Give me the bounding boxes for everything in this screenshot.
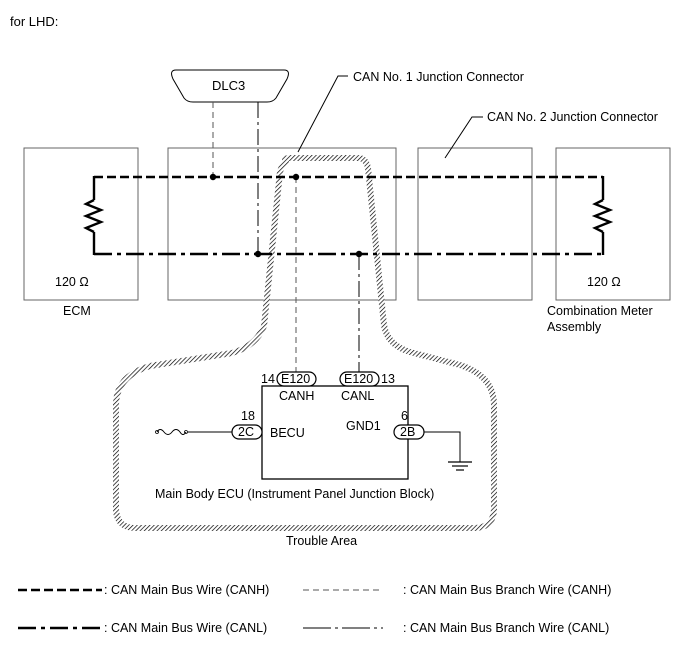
e120-label-canh: E120 <box>281 372 310 386</box>
meter-resistor-icon <box>591 176 614 255</box>
ground-wire <box>424 431 461 462</box>
connector-2c <box>231 424 263 440</box>
e120-connector-canl <box>339 371 380 387</box>
ecm-resistor-icon <box>82 176 105 255</box>
dlc3-connector-shape <box>171 69 289 103</box>
pin-18-label: 18 <box>241 409 255 423</box>
junction-dot <box>292 173 300 181</box>
canl-terminal-label: CANL <box>341 389 374 403</box>
legend: : CAN Main Bus Wire (CANH) : CAN Main Bu… <box>18 583 611 635</box>
canh-terminal-label: CANH <box>279 389 314 403</box>
connector-2b-label: 2B <box>400 425 415 439</box>
meter-label-line2: Assembly <box>547 320 602 334</box>
trouble-area-outline <box>113 155 497 531</box>
ground-icon <box>448 461 472 471</box>
dlc3-label: DLC3 <box>212 78 245 93</box>
pin-14-label: 14 <box>261 372 275 386</box>
main-body-ecu-label: Main Body ECU (Instrument Panel Junction… <box>155 487 434 501</box>
ecm-label: ECM <box>63 304 91 318</box>
e120-connector-canh <box>276 371 317 387</box>
can1-callout-leader <box>297 75 348 153</box>
fuse-icon <box>155 429 188 435</box>
can1-junction-label: CAN No. 1 Junction Connector <box>353 70 524 84</box>
meter-resistance-label: 120 Ω <box>587 275 621 289</box>
ecm-box <box>23 147 139 301</box>
trouble-area-label: Trouble Area <box>286 534 357 548</box>
can2-callout-leader <box>444 116 483 159</box>
legend-label-main-canl: : CAN Main Bus Wire (CANL) <box>104 621 267 635</box>
can2-junction-box <box>417 147 533 301</box>
combination-meter-box <box>555 147 671 301</box>
pin-13-label: 13 <box>381 372 395 386</box>
meter-label-line1: Combination Meter <box>547 304 653 318</box>
connector-2c-label: 2C <box>238 425 254 439</box>
junction-dot <box>209 173 217 181</box>
junction-dot <box>355 250 363 258</box>
can2-junction-label: CAN No. 2 Junction Connector <box>487 110 658 124</box>
becu-terminal-label: BECU <box>270 426 305 440</box>
legend-label-branch-canl: : CAN Main Bus Branch Wire (CANL) <box>403 621 609 635</box>
ecm-resistance-label: 120 Ω <box>55 275 89 289</box>
pin-6-label: 6 <box>401 409 408 423</box>
can1-junction-box <box>167 147 397 301</box>
legend-label-branch-canh: : CAN Main Bus Branch Wire (CANH) <box>403 583 611 597</box>
junction-dot <box>254 250 262 258</box>
legend-label-main-canh: : CAN Main Bus Wire (CANH) <box>104 583 269 597</box>
header-text: for LHD: <box>10 14 58 29</box>
e120-label-canl: E120 <box>344 372 373 386</box>
gnd1-terminal-label: GND1 <box>346 419 381 433</box>
